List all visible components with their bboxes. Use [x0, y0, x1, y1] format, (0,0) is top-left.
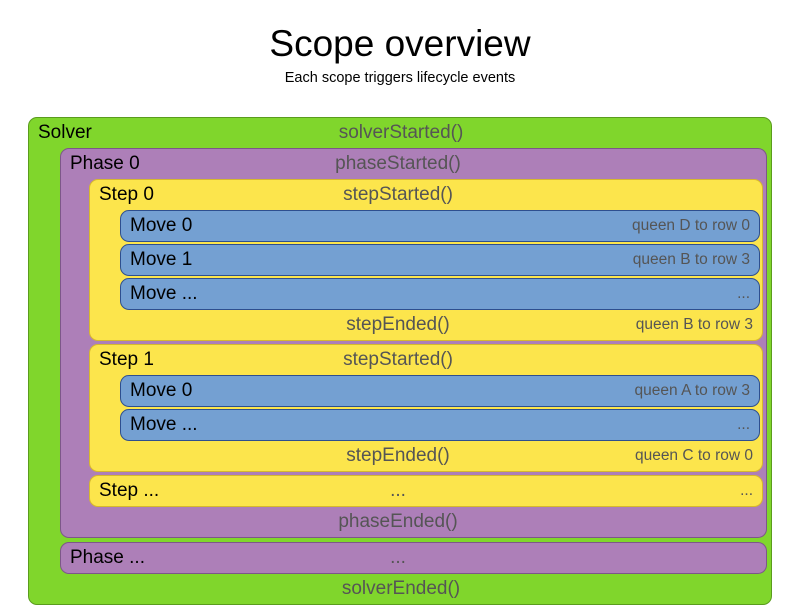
step-1-label: Step 1: [99, 349, 154, 370]
solver-started-row: Solver solverStarted(): [29, 118, 771, 148]
page-header: Scope overview Each scope triggers lifec…: [0, 0, 800, 88]
solver-scope[interactable]: Solver solverStarted() Phase 0 phaseStar…: [28, 117, 772, 605]
scope-overview-diagram: Solver solverStarted() Phase 0 phaseStar…: [28, 117, 772, 605]
step-1-started-row: Step 1 stepStarted(): [90, 345, 762, 375]
move-row: Move 0 queen D to row 0: [121, 211, 759, 241]
step-0-scope[interactable]: Step 0 stepStarted() Move 0 queen D to r…: [89, 179, 763, 341]
move-label: Move 0: [130, 380, 193, 401]
step-1-scope[interactable]: Step 1 stepStarted() Move 0 queen A to r…: [89, 344, 763, 472]
step-0-started-row: Step 0 stepStarted(): [90, 180, 762, 210]
move-1-scope[interactable]: Move 1 queen B to row 3: [120, 244, 760, 276]
phase-0-started-event: phaseStarted(): [335, 153, 461, 174]
step-ellipsis-event: ...: [390, 480, 406, 501]
move-row: Move ... ...: [121, 279, 759, 309]
phase-ellipsis-scope[interactable]: Phase ... ...: [60, 542, 767, 574]
step-ellipsis-scope[interactable]: Step ... ... ...: [89, 475, 763, 507]
step-ellipsis-detail: ...: [740, 482, 753, 499]
phase-0-ended-event: phaseEnded(): [338, 511, 458, 532]
move-ellipsis-scope[interactable]: Move ... ...: [120, 409, 760, 441]
move-detail: queen D to row 0: [631, 217, 750, 234]
step-0-label: Step 0: [99, 184, 154, 205]
move-label: Move ...: [130, 414, 198, 435]
move-label: Move ...: [130, 283, 198, 304]
step-0-ended-detail: queen B to row 3: [635, 316, 753, 333]
move-label: Move 1: [130, 249, 193, 270]
move-detail: ...: [737, 416, 750, 433]
move-0-scope[interactable]: Move 0 queen D to row 0: [120, 210, 760, 242]
move-ellipsis-scope[interactable]: Move ... ...: [120, 278, 760, 310]
move-row: Move 0 queen A to row 3: [121, 376, 759, 406]
step-0-ended-event: stepEnded(): [346, 314, 450, 335]
phase-ellipsis-label: Phase ...: [70, 547, 145, 568]
page-title: Scope overview: [269, 23, 531, 64]
step-1-ended-row: stepEnded() queen C to row 0: [90, 441, 762, 471]
move-detail: ...: [737, 285, 750, 302]
move-row: Move 1 queen B to row 3: [121, 245, 759, 275]
phase-0-label: Phase 0: [70, 153, 140, 174]
solver-ended-row: solverEnded(): [29, 574, 771, 604]
step-0-started-event: stepStarted(): [343, 184, 453, 205]
step-ellipsis-label: Step ...: [99, 480, 160, 501]
solver-started-event: solverStarted(): [338, 122, 464, 143]
phase-0-started-row: Phase 0 phaseStarted(): [61, 149, 766, 179]
page-subtitle: Each scope triggers lifecycle events: [284, 70, 516, 86]
phase-ellipsis-row: Phase ... ...: [61, 543, 766, 573]
step-0-ended-row: stepEnded() queen B to row 3: [90, 310, 762, 340]
solver-ended-event: solverEnded(): [341, 578, 461, 599]
move-0-scope[interactable]: Move 0 queen A to row 3: [120, 375, 760, 407]
phase-0-scope[interactable]: Phase 0 phaseStarted() Step 0 stepStarte…: [60, 148, 767, 538]
move-row: Move ... ...: [121, 410, 759, 440]
phase-ellipsis-event: ...: [390, 547, 406, 568]
step-1-started-event: stepStarted(): [343, 349, 453, 370]
phase-0-ended-row: phaseEnded(): [61, 507, 766, 537]
move-label: Move 0: [130, 215, 193, 236]
step-1-ended-event: stepEnded(): [346, 445, 450, 466]
step-ellipsis-row: Step ... ... ...: [90, 476, 762, 506]
step-1-ended-detail: queen C to row 0: [634, 447, 753, 464]
solver-label: Solver: [38, 122, 92, 143]
move-detail: queen B to row 3: [632, 251, 750, 268]
move-detail: queen A to row 3: [634, 382, 750, 399]
